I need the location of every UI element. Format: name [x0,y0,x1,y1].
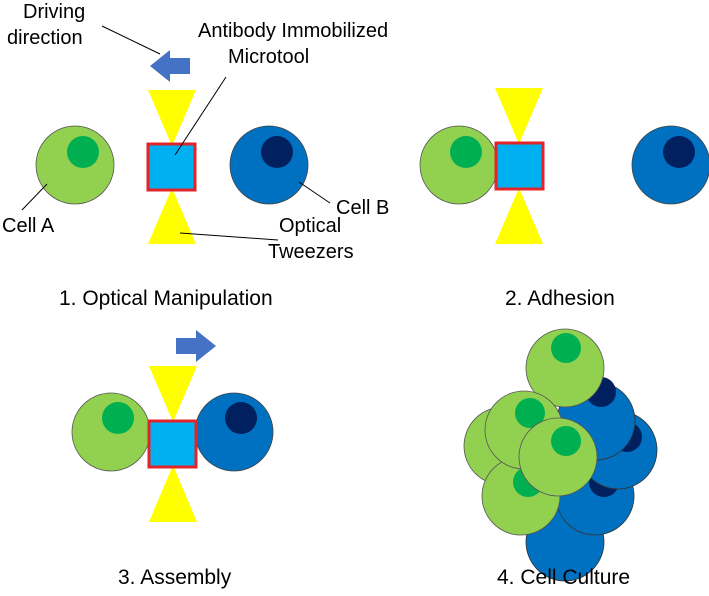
cell-a-nucleus [102,402,134,434]
antibody-microtool [494,141,545,191]
driving-direction-arrow [150,50,190,82]
optical-tweezer-bottom [149,465,197,522]
cell-b-nucleus [225,402,257,434]
cell-b-nucleus [261,136,293,168]
antibody-microtool [147,419,198,469]
leader-tweezers [179,232,279,241]
optical-tweezer-top [149,366,197,422]
optical-tweezer-bottom [148,188,196,244]
label-tweezers: Tweezers [268,241,354,263]
label-driving-1: Driving [23,1,85,23]
cell-a-nucleus [551,333,581,363]
panel-assembly: 3. Assembly [71,330,274,589]
optical-tweezer-top [148,90,196,146]
label-optical: Optical [279,215,341,237]
leader-antibody [174,76,227,156]
cell-a-nucleus [551,426,581,456]
caption-step4: 4. Cell Culture [497,566,630,589]
cell-a [525,328,605,408]
label-antibody-1: Antibody Immobilized [198,20,388,42]
caption-step3: 3. Assembly [118,566,232,589]
leader-cell-b [298,181,331,204]
caption-step2: 2. Adhesion [505,287,615,310]
driving-direction-arrow [176,330,216,362]
panel-optical-manipulation: Driving direction Antibody Immobilized M… [2,1,389,310]
optical-tweezer-bottom [495,188,543,244]
optical-tweezer-top [495,88,543,144]
label-cell-b: Cell B [336,197,389,219]
panel-adhesion: 2. Adhesion [419,88,709,310]
label-antibody-2: Microtool [228,46,309,68]
panel-cell-culture: 4. Cell Culture [463,328,658,589]
cell-a-nucleus [515,398,545,428]
cell-a-nucleus [67,136,99,168]
caption-step1: 1. Optical Manipulation [59,287,273,310]
antibody-microtool [146,142,197,192]
cell-a-nucleus [450,136,482,168]
leader-cell-a [21,183,48,211]
label-driving-2: direction [7,27,83,49]
label-cell-a: Cell A [2,215,55,237]
leader-driving [101,25,161,55]
cell-b-nucleus [663,136,695,168]
